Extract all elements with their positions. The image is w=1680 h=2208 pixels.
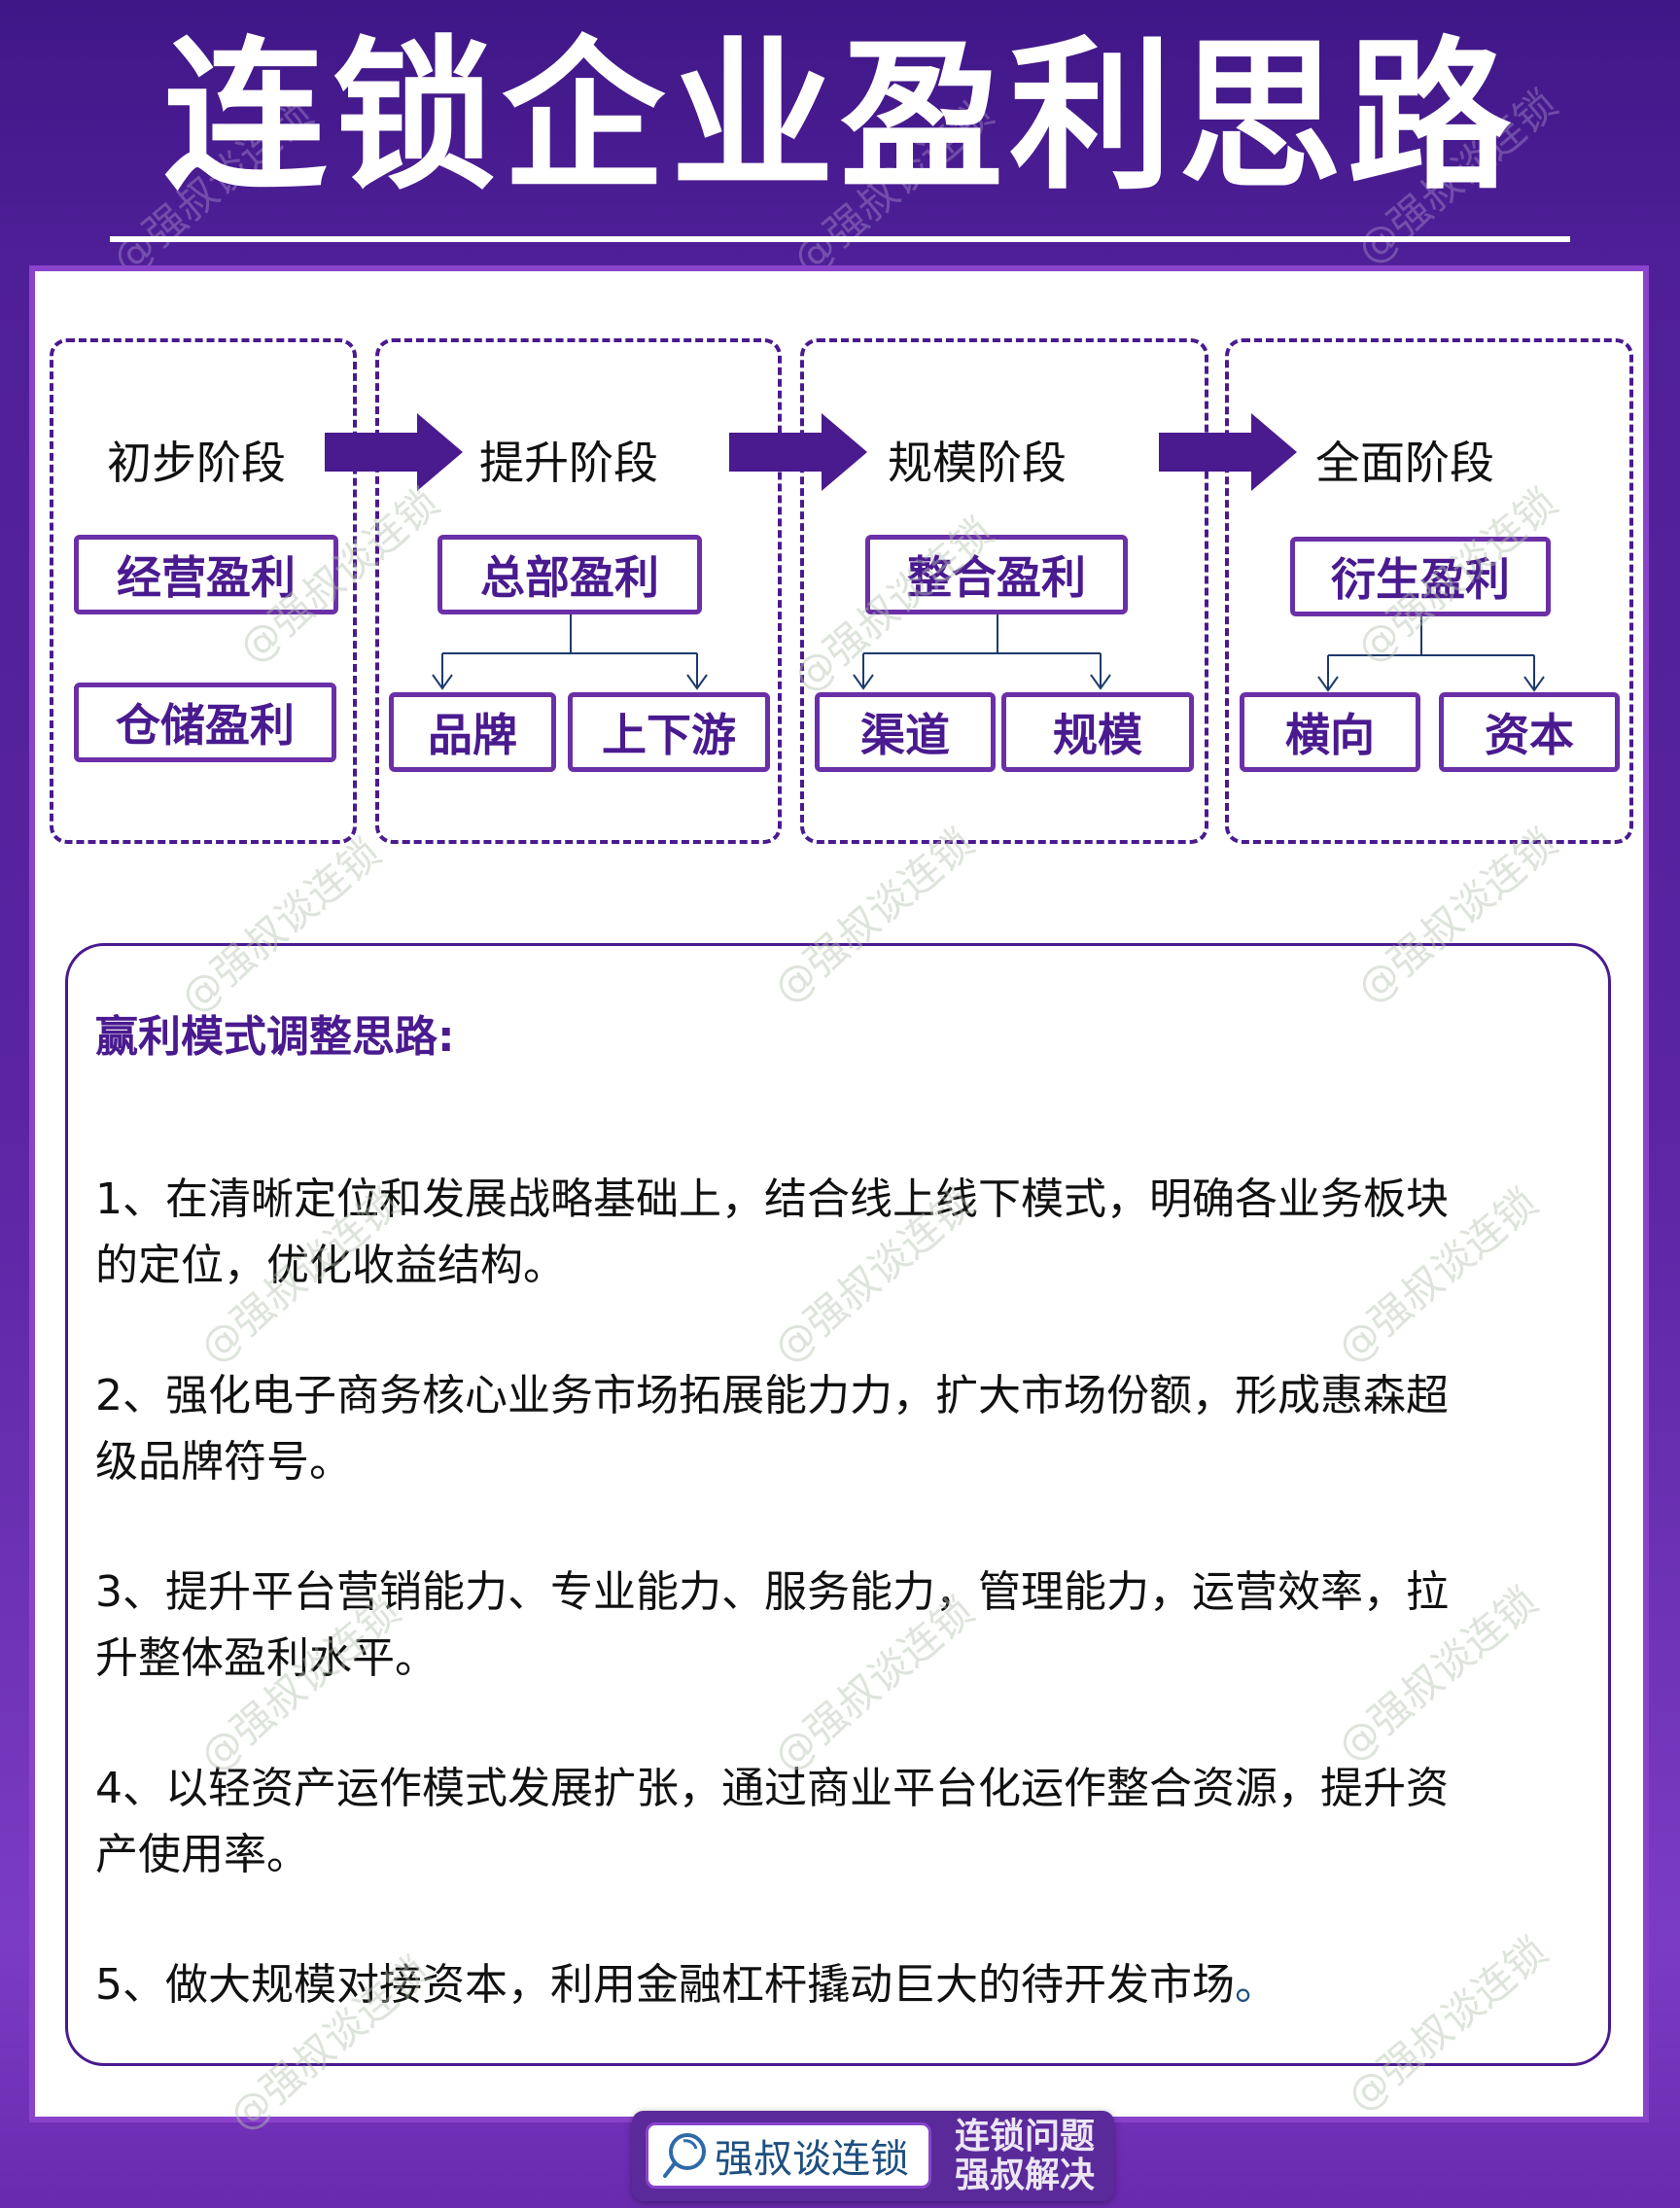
stage-upgrade xyxy=(375,338,782,844)
notes-panel xyxy=(65,943,1611,2066)
page-title: 连锁企业盈利思路 xyxy=(163,21,1517,212)
note-line: 2、强化电子商务核心业务市场拓展能力力，扩大市场份额，形成惠森超 xyxy=(95,1371,1449,1420)
box-up-downstream: 上下游 xyxy=(568,692,770,772)
box-brand: 品牌 xyxy=(389,692,556,772)
box-scale: 规模 xyxy=(1001,692,1194,772)
note-item-4: 4、以轻资产运作模式发展扩张，通过商业平台化运作整合资源，提升资 产使用率。 xyxy=(95,1756,1583,1888)
note-line: 5、做大规模对接资本，利用金融杠杆撬动巨大的待开发市场 xyxy=(95,1960,1235,2010)
notes-title: 赢利模式调整思路: xyxy=(95,1012,455,1062)
footer-slogan-line: 连锁问题 xyxy=(955,2117,1096,2156)
box-headquarters-profit: 总部盈利 xyxy=(438,535,702,614)
box-capital: 资本 xyxy=(1439,692,1620,772)
box-derivative-profit: 衍生盈利 xyxy=(1290,537,1551,616)
note-line: 级品牌符号。 xyxy=(95,1437,352,1487)
stage-label-comprehensive: 全面阶段 xyxy=(1315,437,1494,489)
stage-initial xyxy=(50,338,357,844)
arrow-right-icon xyxy=(729,413,867,491)
note-end-mark: 。 xyxy=(1235,1960,1278,2010)
box-channel: 渠道 xyxy=(815,692,996,772)
stage-label-upgrade: 提升阶段 xyxy=(479,437,658,489)
note-line: 4、以轻资产运作模式发展扩张，通过商业平台化运作整合资源，提升资 xyxy=(95,1764,1449,1813)
note-line: 的定位，优化收益结构。 xyxy=(95,1241,566,1290)
stage-label-initial: 初步阶段 xyxy=(107,437,286,489)
stage-scale xyxy=(800,338,1208,844)
search-magnifier-icon xyxy=(663,2133,706,2178)
note-line: 3、提升平台营销能力、专业能力、服务能力，管理能力，运营效率，拉 xyxy=(95,1567,1449,1617)
branch-connector xyxy=(432,614,708,690)
note-item-3: 3、提升平台营销能力、专业能力、服务能力，管理能力，运营效率，拉 升整体盈利水平… xyxy=(95,1560,1583,1692)
branch-connector xyxy=(1317,616,1545,692)
footer-brand-pill[interactable]: 强叔谈连锁 xyxy=(646,2122,931,2189)
stage-comprehensive xyxy=(1225,338,1633,844)
footer-slogan: 连锁问题 强叔解决 xyxy=(955,2118,1101,2195)
note-item-2: 2、强化电子商务核心业务市场拓展能力力，扩大市场份额，形成惠森超 级品牌符号。 xyxy=(95,1363,1583,1495)
footer-brand-name: 强叔谈连锁 xyxy=(715,2137,909,2182)
note-line: 产使用率。 xyxy=(95,1830,309,1879)
box-horizontal: 横向 xyxy=(1240,692,1420,772)
title-underline xyxy=(110,236,1570,242)
stage-label-scale: 规模阶段 xyxy=(888,437,1067,489)
box-integration-profit: 整合盈利 xyxy=(865,535,1128,614)
arrow-right-icon xyxy=(325,413,463,491)
note-line: 1、在清晰定位和发展战略基础上，结合线上线下模式，明确各业务板块 xyxy=(95,1174,1449,1224)
branch-connector xyxy=(853,614,1111,690)
box-warehouse-profit: 仓储盈利 xyxy=(74,683,336,762)
box-operating-profit: 经营盈利 xyxy=(74,535,338,614)
note-item-5: 5、做大规模对接资本，利用金融杠杆撬动巨大的待开发市场。 xyxy=(95,1952,1583,2018)
note-line: 升整体盈利水平。 xyxy=(95,1633,438,1683)
footer-slogan-line: 强叔解决 xyxy=(955,2155,1096,2195)
note-item-1: 1、在清晰定位和发展战略基础上，结合线上线下模式，明确各业务板块 的定位，优化收… xyxy=(95,1167,1583,1299)
